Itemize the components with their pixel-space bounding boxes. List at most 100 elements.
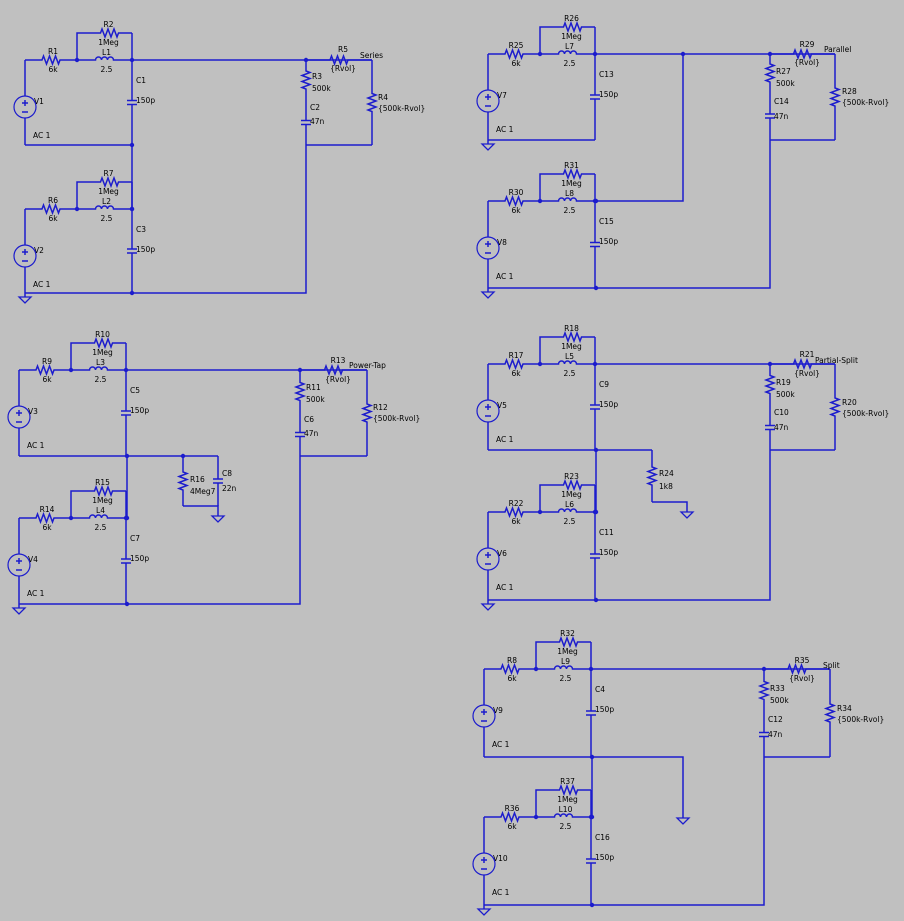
source-ac-label: AC 1 [27,589,45,598]
inductor-value: 2.5 [95,375,107,384]
capacitor-ref: C16 [595,833,610,842]
circuit-name: Series [360,51,383,60]
parallel-resistor-value: 1Meg [98,187,119,196]
capacitor-ref: C4 [595,685,605,694]
tone-capacitor-value: 47n [310,117,325,126]
junction-dot [129,290,135,296]
ground-symbol [476,908,492,916]
series-top-pickup: AC 1V1 [24,32,133,146]
capacitor-value: 150p [599,548,618,557]
pot-lower-ref: R28 [842,87,857,96]
parallel-resistor-value: 1Meg [557,795,578,804]
junction-dot [593,509,599,515]
resistor-ref: R30 [509,188,524,197]
resistor-value: 6k [511,59,521,68]
volume-pot-upper: R35{Rvol} [764,656,830,683]
capacitor-value: 150p [136,96,155,105]
tone-resistor-ref: R33 [770,684,785,693]
inductor: L5 2.5 [540,352,595,378]
inductor-value: 2.5 [564,369,576,378]
junction-dot [533,814,539,820]
volume-pot-upper: R5{Rvol} [306,45,372,73]
capacitor-ref: C3 [136,225,146,234]
source-ref: V7 [497,91,507,100]
source-ac-label: AC 1 [33,131,51,140]
junction-dot [129,206,135,212]
junction-dot [74,206,80,212]
capacitor-value: 150p [595,853,614,862]
parallel-resistor-value: 1Meg [98,38,119,47]
tap-ground [210,515,226,523]
capacitor-ref: C1 [136,76,146,85]
pickup-capacitor: C4 150p [586,669,614,757]
tone-capacitor-ref: C10 [774,408,789,417]
junction-dot [589,902,595,908]
tone-resistor-value: 500k [306,395,325,404]
junction-dot [124,515,130,521]
parallel-resistor: R7 1Meg [87,169,132,196]
resistor-ref: R36 [505,804,520,813]
voltage-source [476,236,500,260]
partial-split-bottom-pickup: AC 1V6 [487,484,596,601]
inductor-ref: L3 [96,358,105,367]
ground-symbol [17,296,33,304]
inductor-value: 2.5 [560,674,572,683]
source-ref: V5 [497,401,507,410]
voltage-source [476,89,500,113]
power-tap-top-pickup: AC 1V3 [18,342,127,457]
circuit-name-label: Partial-Split [815,356,858,365]
volume-pot-lower: R12{500k-Rvol} [360,370,420,456]
inductor-ref: L9 [561,657,570,666]
split-top-pickup: AC 1V9 [483,641,592,758]
junction-dot [537,361,543,367]
ground-symbol-top [480,143,496,151]
resistor-value: 6k [42,523,52,532]
junction-dot [68,515,74,521]
inductor: L42.5 [71,506,126,532]
parallel-resistor-ref: R10 [95,330,110,339]
inductor-value: 2.5 [564,59,576,68]
pot-upper-value: {Rvol} [330,64,356,73]
capacitor-value: 150p [595,705,614,714]
tone-capacitor-ref: C6 [304,415,314,424]
source-ref: V2 [34,246,44,255]
volume-pot-lower: R28{500k-Rvol} [828,54,889,140]
source-ac-label: AC 1 [496,435,514,444]
series-bottom-pickup: AC 1V2 [24,181,133,294]
capacitor-value: 150p [599,90,618,99]
resistor-ref: R6 [48,196,58,205]
junction-dot [129,142,135,148]
split-ground [675,817,691,825]
partial-split-top-pickup: AC 1 V5 [487,336,596,451]
inductor-value: 2.5 [101,214,113,223]
tap-resistor-ref: R24 [659,469,674,478]
junction-dot [589,814,595,820]
volume-pot-upper: R13{Rvol} [300,356,367,384]
circuit-name-label: Split [823,661,840,670]
pot-upper-ref: R13 [331,356,346,365]
ground-symbol [480,603,496,611]
inductor-ref: L8 [565,189,574,198]
resistor-ref: R8 [507,656,517,665]
inductor-ref: L5 [565,352,574,361]
volume-pot-lower: R4{500k-Rvol} [365,60,425,145]
resistor-value: 6k [48,65,58,74]
parallel-resistor-ref: R7 [104,169,114,178]
source-ref: V9 [493,706,503,715]
